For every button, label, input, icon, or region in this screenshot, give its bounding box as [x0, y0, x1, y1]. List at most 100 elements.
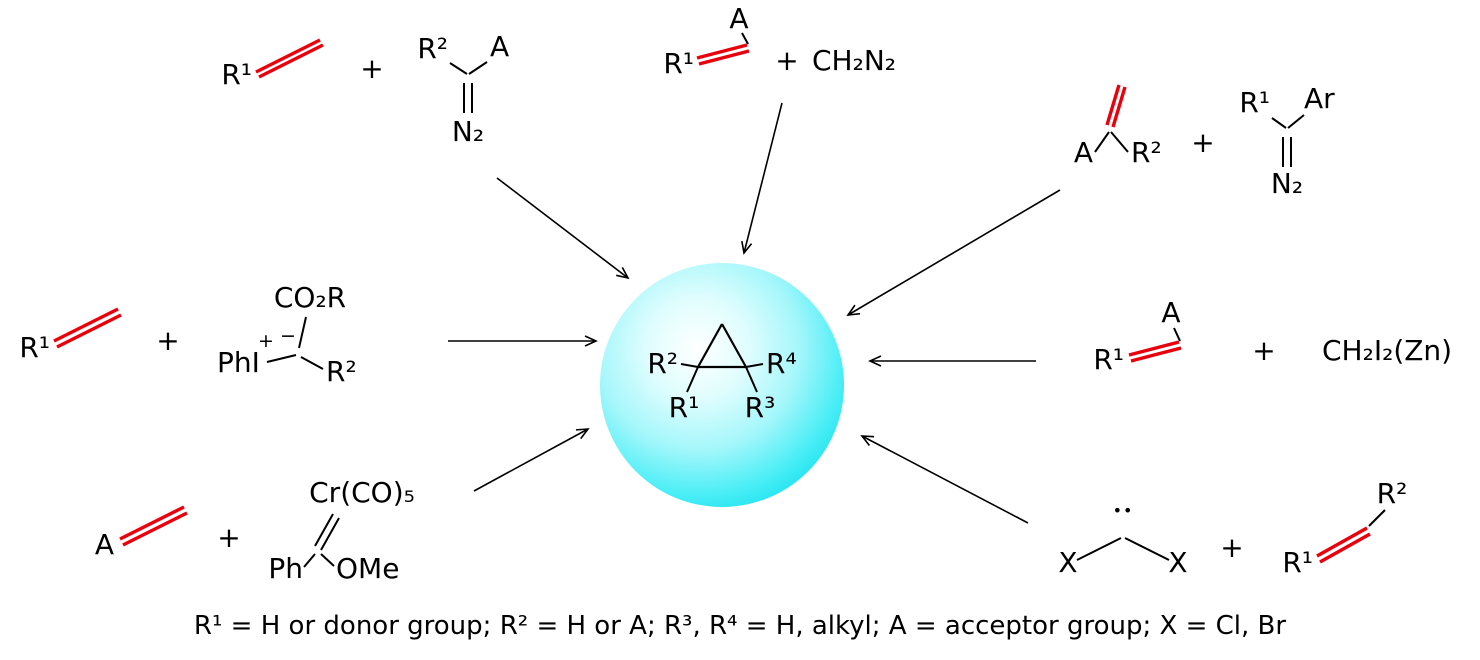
bond-line: [56, 313, 122, 349]
ome-label: OMe: [336, 552, 399, 585]
plus-sign: +: [1252, 334, 1275, 367]
alkene-a-label: A: [95, 528, 114, 561]
alkene-r1-label: R¹: [221, 58, 252, 91]
bond-line: [698, 49, 750, 66]
alkene-double-bond: [255, 38, 324, 79]
diazomethane-label: CH₂N₂: [812, 44, 896, 77]
product-label-r2: R²: [647, 347, 678, 380]
alkene-double-bond: [53, 307, 122, 349]
bond-line: [449, 62, 468, 75]
diazo-a-label: A: [490, 30, 509, 63]
phi-label: PhI: [217, 346, 260, 379]
bond-line: [122, 511, 188, 547]
route-alkene-plus-diazo: R¹ + R² A N₂: [221, 30, 509, 148]
bond-line: [255, 38, 321, 74]
legend-caption: R¹ = H or donor group; R² = H or A; R³, …: [194, 611, 1286, 641]
plus-sign: +: [156, 324, 179, 357]
bond-line: [1110, 131, 1129, 153]
bond-line: [298, 316, 307, 349]
alkene-double-bond: [1316, 526, 1371, 564]
route-acceptor-alkene-plus-fischer-carbene: A + Cr(CO)₅ Ph OMe: [95, 476, 415, 585]
substituent-bond-r2: [680, 363, 699, 368]
bond-line: [320, 517, 340, 551]
bond-line: [53, 307, 119, 343]
bond-line: [696, 43, 748, 60]
ring-bond: [721, 323, 747, 368]
c-cr-double-bond: [314, 513, 340, 551]
arrow-top-right-route: [846, 189, 1061, 316]
plus-sign: +: [775, 44, 798, 77]
cyclopropane-product: R² R⁴ R¹ R³: [647, 323, 797, 424]
c-n2-double-bond: [463, 83, 473, 113]
bond-line: [300, 356, 324, 370]
alkene-r2-label: R²: [1131, 136, 1162, 169]
bond-line: [1368, 509, 1386, 527]
alkene-double-bond: [1128, 340, 1182, 363]
bond-line: [303, 553, 316, 568]
bond-line: [1105, 84, 1121, 126]
bond-line: [1111, 86, 1127, 128]
bond-line: [1287, 114, 1305, 129]
bond-line: [1173, 327, 1181, 342]
bond-line: [266, 354, 297, 363]
bond-line: [468, 61, 488, 75]
alkene-a-label: A: [729, 2, 748, 35]
route-alkene-plus-diazomethane: R¹ A + CH₂N₂: [663, 2, 896, 80]
arrow-top-left-route: [496, 177, 630, 280]
bond-line: [741, 32, 749, 45]
alkene-double-bond: [696, 43, 750, 66]
plus-sign: +: [1191, 126, 1214, 159]
minus-charge: −: [280, 325, 296, 347]
product-sphere: [600, 263, 844, 507]
arrow-bottom-right-route: [860, 435, 1029, 524]
alkene-r1-label: R¹: [1282, 546, 1313, 579]
alkene-r1-label: R¹: [19, 331, 50, 364]
bond-line: [314, 513, 334, 547]
alkene-r1-label: R¹: [1093, 343, 1124, 376]
bond-line: [1076, 537, 1122, 561]
diazo-r1-label: R¹: [1239, 86, 1270, 119]
alkene-a-label: A: [1161, 296, 1180, 329]
substituent-bond-r1: [686, 366, 699, 393]
n2-label: N₂: [452, 115, 484, 148]
cr-co5-label: Cr(CO)₅: [309, 476, 415, 509]
x-left-label: X: [1058, 546, 1077, 579]
bond-line: [119, 505, 185, 541]
co2r-label: CO₂R: [274, 281, 346, 314]
route-acceptor-alkene-plus-zinc-carbenoid: R¹ A + CH₂I₂(Zn): [1093, 296, 1452, 376]
product-label-r3: R³: [745, 391, 776, 424]
x-right-label: X: [1168, 546, 1187, 579]
diazo-ar-label: Ar: [1304, 82, 1335, 115]
bond-line: [320, 553, 335, 567]
substituent-bond-r4: [745, 363, 764, 368]
alkene-a-label: A: [1074, 136, 1093, 169]
route-acceptor-alkene-plus-aryl-diazo: A R² + R¹ Ar N₂: [1074, 82, 1335, 200]
alkene-double-bond: [1105, 84, 1127, 128]
reaction-arrows: [448, 102, 1061, 524]
diazo-r2-label: R²: [417, 32, 448, 65]
product-label-r4: R⁴: [766, 347, 797, 380]
route-alkene-plus-iodonium-ylide: R¹ + CO₂R PhI + − R²: [19, 281, 356, 388]
arrow-top-center-route: [741, 102, 783, 255]
c-n2-double-bond: [1282, 137, 1292, 167]
bond-line: [1130, 346, 1182, 363]
plus-sign: +: [217, 521, 240, 554]
product-label-r1: R¹: [669, 391, 700, 424]
ph-label: Ph: [268, 552, 303, 585]
lone-pair-icon: ••: [1113, 501, 1134, 520]
route-dihalocarbene-plus-alkene: X X •• + R¹ R²: [1058, 477, 1407, 579]
bond-line: [1124, 537, 1170, 561]
bond-line: [1271, 117, 1287, 129]
substituent-bond-r3: [745, 366, 758, 393]
plus-charge: +: [258, 330, 274, 352]
bond-line: [1128, 340, 1180, 357]
bond-line: [1316, 526, 1368, 558]
ylide-r2-label: R²: [326, 355, 357, 388]
alkene-r1-label: R¹: [663, 47, 694, 80]
zinc-carbenoid-label: CH₂I₂(Zn): [1322, 334, 1452, 367]
arrow-bottom-left-route: [473, 428, 590, 492]
n2-label: N₂: [1271, 167, 1303, 200]
alkene-r2-label: R²: [1377, 477, 1408, 510]
